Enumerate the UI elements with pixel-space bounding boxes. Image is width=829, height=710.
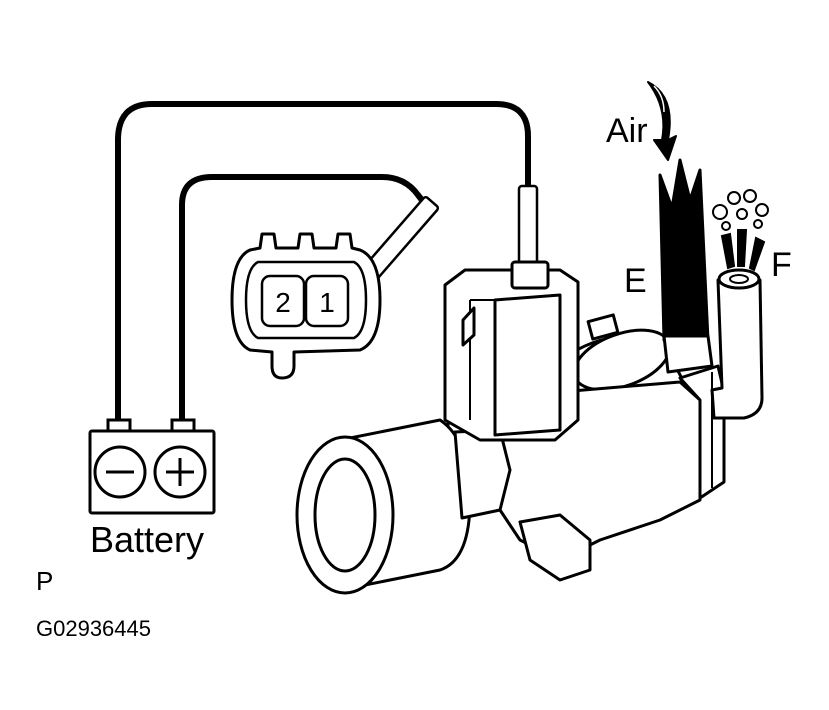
port-e-label: E [624,262,647,300]
connector-inner-outline [244,260,368,340]
port-e-fitting [662,334,714,374]
valve-connector-front [493,293,562,437]
port-e [658,158,714,374]
battery [88,418,216,515]
port-f-label: F [771,246,792,284]
valve-bottom-flange [518,513,592,582]
valve-connector-latch [461,306,476,347]
valve-nozzle-bore [313,457,377,573]
valve-connector [443,260,620,442]
port-e-hose [658,158,710,342]
plus-sign-icon [166,458,194,486]
wire-positive [179,174,431,425]
connector-pin-1-cell [304,274,350,328]
wires [115,101,531,425]
air-puff-icon [712,189,769,272]
port-f-nozzle [710,272,764,420]
connector-pin-2: 2 [275,287,291,318]
port-f [710,268,764,420]
figure-code: G02936445 [36,616,151,641]
wire-negative [115,101,531,425]
view-label: P [36,566,53,596]
connector-pin-1: 1 [319,287,335,318]
valve-neck [453,428,512,520]
connector-pin-2-cell [260,274,306,328]
air-label: Air [606,112,648,150]
valve-connector-slot [510,260,550,290]
curved-arrow-icon [647,81,677,161]
battery-label: Battery [90,519,204,560]
connector-face: 2 1 [230,232,382,380]
